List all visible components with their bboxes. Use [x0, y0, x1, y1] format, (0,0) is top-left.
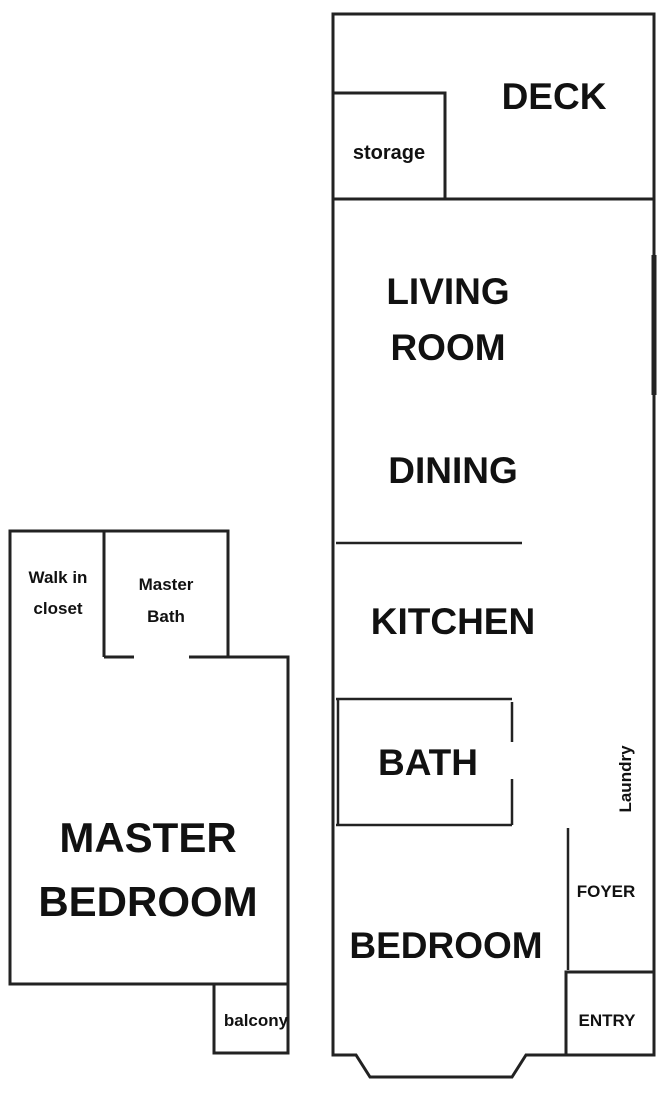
room-label-master-bedroom-line1: MASTER — [59, 814, 236, 861]
room-label-laundry: Laundry — [616, 745, 635, 813]
room-label-kitchen: KITCHEN — [371, 601, 535, 642]
main-outer-wall — [331, 12, 656, 1079]
room-label-walkin-line2: closet — [33, 599, 82, 618]
room-label-entry: ENTRY — [579, 1011, 637, 1030]
room-label-living-line1: LIVING — [386, 271, 509, 312]
entry-walls — [564, 970, 654, 1055]
balcony-walls — [212, 984, 290, 1055]
master-suite-walls — [8, 529, 290, 1055]
room-label-living-line2: ROOM — [390, 327, 505, 368]
room-label-bath: BATH — [378, 742, 478, 783]
storage-walls — [333, 91, 447, 199]
room-label-storage: storage — [353, 142, 425, 164]
master-outer-wall — [8, 529, 290, 986]
room-label-walkin-line1: Walk in — [29, 568, 88, 587]
main-unit-walls — [331, 12, 657, 1079]
room-label-dining: DINING — [388, 450, 518, 491]
room-label-balcony: balcony — [224, 1011, 289, 1030]
room-label-master-bath-line1: Master — [139, 575, 194, 594]
room-label-master-bath-line2: Bath — [147, 607, 185, 626]
room-label-deck: DECK — [502, 76, 607, 117]
room-label-master-bedroom-line2: BEDROOM — [38, 878, 257, 925]
room-label-foyer: FOYER — [577, 882, 636, 901]
room-label-bedroom: BEDROOM — [349, 925, 542, 966]
